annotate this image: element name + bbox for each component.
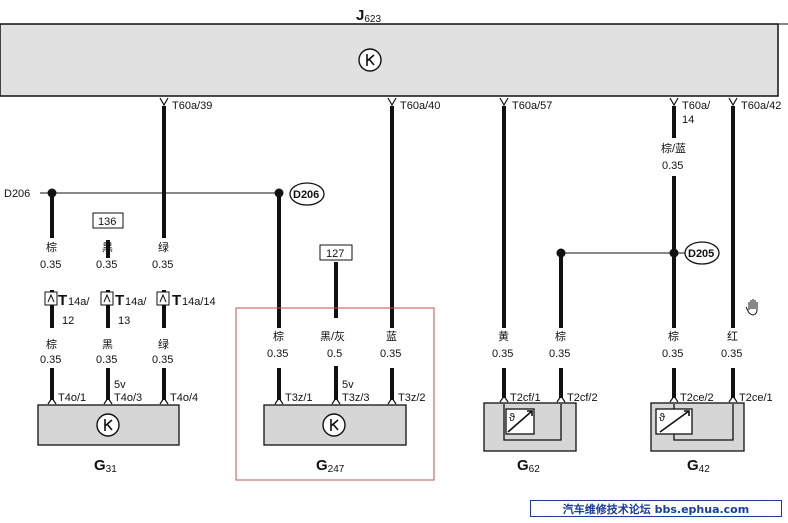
junction-dots xyxy=(47,188,679,258)
node-circle-d206 xyxy=(289,182,325,206)
component-g31-label: G31 xyxy=(94,457,117,475)
svg-text:棕: 棕 xyxy=(668,329,679,343)
svg-text:0.35: 0.35 xyxy=(721,348,742,360)
svg-text:棕: 棕 xyxy=(46,337,57,351)
component-g247-label: G247 xyxy=(316,457,345,475)
svg-text:12: 12 xyxy=(62,315,74,327)
svg-text:0.35: 0.35 xyxy=(40,259,61,271)
svg-text:0.35: 0.35 xyxy=(549,348,570,360)
svg-text:绿: 绿 xyxy=(158,337,169,351)
component-g42-label: G42 xyxy=(687,457,710,475)
svg-text:0.35: 0.35 xyxy=(96,354,117,366)
svg-text:0.35: 0.35 xyxy=(380,348,401,360)
thin-wires xyxy=(40,192,688,254)
node-circle-d205 xyxy=(684,241,720,265)
svg-text:T: T xyxy=(172,292,181,309)
svg-text:5v: 5v xyxy=(114,379,126,391)
svg-text:黑/灰: 黑/灰 xyxy=(320,329,345,343)
ecu-pins: T60a/39 T60a/40 T60a/57 T60a/ 14 T60a/42 xyxy=(159,97,781,126)
svg-text:T3z/3: T3z/3 xyxy=(342,392,370,404)
highlight-box xyxy=(235,307,435,481)
svg-text:14a/: 14a/ xyxy=(125,296,147,308)
hand-cursor-icon xyxy=(745,299,758,316)
svg-text:0.35: 0.35 xyxy=(662,160,683,172)
svg-text:棕/蓝: 棕/蓝 xyxy=(661,141,686,155)
svg-text:T4o/1: T4o/1 xyxy=(58,392,86,404)
box-136 xyxy=(92,212,124,229)
svg-text:T2cf/1: T2cf/1 xyxy=(510,392,541,404)
pin-label: T60a/40 xyxy=(400,100,440,112)
box-127-label: 127 xyxy=(326,248,344,260)
svg-text:T: T xyxy=(58,292,67,309)
svg-text:0.35: 0.35 xyxy=(96,259,117,271)
svg-text:13: 13 xyxy=(118,315,130,327)
svg-text:T2cf/2: T2cf/2 xyxy=(567,392,598,404)
svg-text:绿: 绿 xyxy=(158,240,169,254)
node-label-d206: D206 xyxy=(4,188,30,200)
pin-label: T60a/42 xyxy=(741,100,781,112)
svg-text:T4o/3: T4o/3 xyxy=(114,392,142,404)
svg-text:T3z/2: T3z/2 xyxy=(398,392,426,404)
pin-label: T60a/39 xyxy=(172,100,212,112)
svg-text:0.35: 0.35 xyxy=(40,354,61,366)
svg-text:T: T xyxy=(115,292,124,309)
svg-text:蓝: 蓝 xyxy=(386,330,397,343)
ecu-j623 xyxy=(0,23,779,97)
svg-text:棕: 棕 xyxy=(555,329,566,343)
svg-text:黄: 黄 xyxy=(498,329,509,343)
box-136-label: 136 xyxy=(98,216,116,228)
svg-text:红: 红 xyxy=(727,330,738,343)
svg-text:0.35: 0.35 xyxy=(152,259,173,271)
svg-text:5v: 5v xyxy=(342,379,354,391)
pin-label: T60a/ xyxy=(682,100,711,112)
component-pins: T4o/1 5v T4o/3 T4o/4 T3z/1 5v T3z/3 T3z/… xyxy=(47,379,773,405)
svg-text:黑: 黑 xyxy=(102,338,113,351)
wire-labels: 棕 0.35 棕 0.35 黑 0.35 黑 0.35 绿 0.35 绿 0.3… xyxy=(40,141,742,366)
g42-theta: ϑ xyxy=(659,412,665,424)
ecu-ground-symbol-icon xyxy=(358,48,382,72)
svg-text:T2ce/2: T2ce/2 xyxy=(680,392,714,404)
pin-label: T60a/57 xyxy=(512,100,552,112)
inline-connectors: T 14a/ 12 T 14a/ 13 T 14a/14 xyxy=(44,291,216,327)
svg-text:T4o/4: T4o/4 xyxy=(170,392,198,404)
svg-text:T3z/1: T3z/1 xyxy=(285,392,313,404)
svg-text:T2ce/1: T2ce/1 xyxy=(739,392,773,404)
pin-label: 14 xyxy=(682,114,694,126)
svg-text:棕: 棕 xyxy=(273,329,284,343)
g31-ground-icon xyxy=(96,413,120,437)
node-d206: D206 xyxy=(293,189,319,201)
component-g62-label: G62 xyxy=(517,457,540,475)
svg-text:14a/14: 14a/14 xyxy=(182,296,216,308)
svg-text:14a/: 14a/ xyxy=(68,296,90,308)
svg-text:0.35: 0.35 xyxy=(267,348,288,360)
svg-text:棕: 棕 xyxy=(46,240,57,254)
node-d205: D205 xyxy=(688,248,714,260)
svg-text:0.35: 0.35 xyxy=(492,348,513,360)
watermark: 汽车维修技术论坛 bbs.ephua.com xyxy=(530,500,782,517)
g62-theta: ϑ xyxy=(509,412,515,424)
svg-text:0.35: 0.35 xyxy=(662,348,683,360)
box-127 xyxy=(319,244,353,261)
svg-text:黑: 黑 xyxy=(102,241,113,254)
ecu-title: J623 xyxy=(356,7,381,25)
svg-text:0.5: 0.5 xyxy=(327,348,342,360)
svg-text:0.35: 0.35 xyxy=(152,354,173,366)
g247-ground-icon xyxy=(322,413,346,437)
